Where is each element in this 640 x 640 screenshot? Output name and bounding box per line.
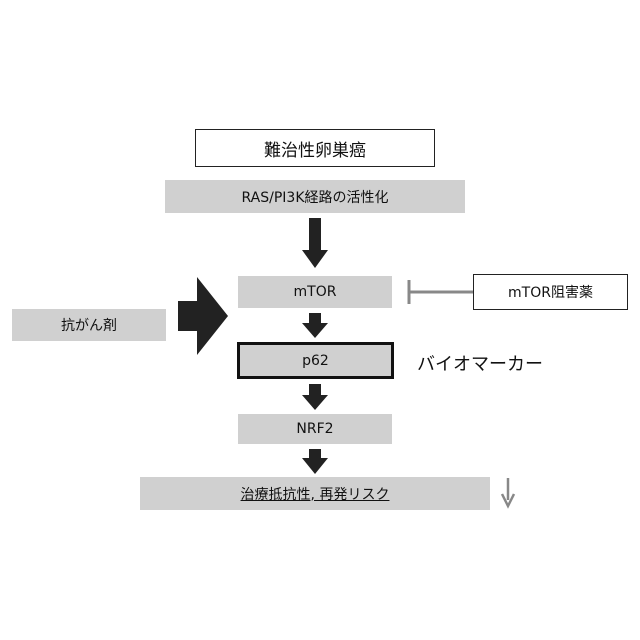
- arrow-nrf2-to-outcome: [302, 449, 328, 474]
- arrow-mtor-to-p62: [302, 313, 328, 338]
- arrow-pathway-to-mtor: [302, 218, 328, 268]
- arrow-anticancer-large: [178, 277, 228, 355]
- arrow-p62-to-nrf2: [302, 384, 328, 410]
